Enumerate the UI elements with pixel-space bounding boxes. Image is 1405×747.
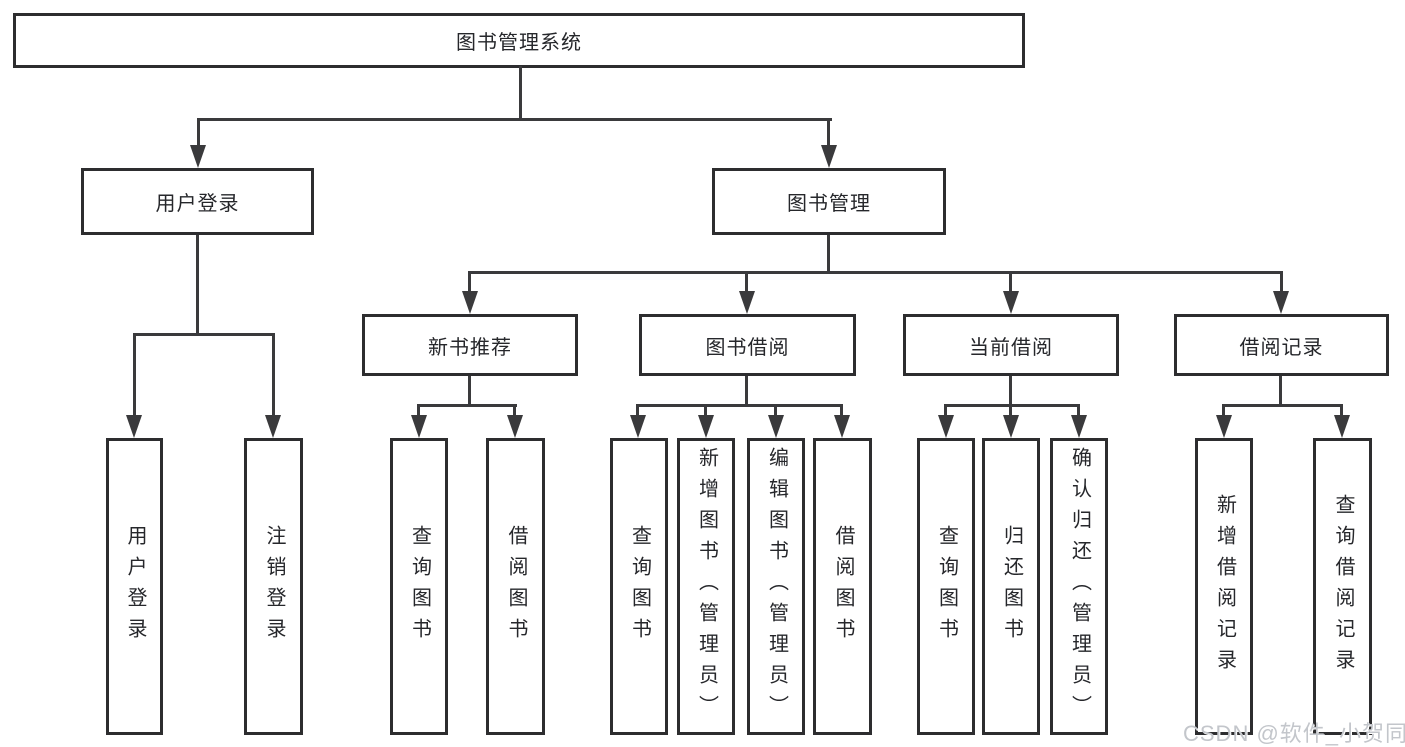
connector-line <box>827 118 830 148</box>
connector-line <box>636 404 843 407</box>
connector-line <box>196 235 199 335</box>
connector-line <box>704 404 707 417</box>
connector-line <box>513 404 516 417</box>
connector-line <box>417 404 420 417</box>
arrow-down-icon <box>462 291 478 314</box>
arrow-down-icon <box>630 415 646 438</box>
connector-line <box>1279 376 1282 407</box>
node-book-borrow-label: 图书借阅 <box>705 336 790 359</box>
connector-line <box>197 118 200 148</box>
node-book-management: 图书管理 <box>712 168 946 235</box>
node-book-borrow: 图书借阅 <box>639 314 856 376</box>
connector-line <box>1222 404 1225 417</box>
leaf-bb-add-books-label: 新增图书（管理员） <box>695 447 718 726</box>
leaf-user-login-label: 用户登录 <box>124 524 146 649</box>
leaf-cb-return-books: 归还图书 <box>982 438 1040 735</box>
node-user-login-label: 用户登录 <box>155 193 240 215</box>
leaf-logout-label: 注销登录 <box>263 524 285 649</box>
connector-line <box>417 404 517 407</box>
connector-line <box>133 333 275 336</box>
connector-line <box>774 404 777 417</box>
node-borrow-records-label: 借阅记录 <box>1239 336 1324 359</box>
connector-line <box>1222 404 1343 407</box>
leaf-cb-return-books-label: 归还图书 <box>1000 524 1023 649</box>
leaf-logout: 注销登录 <box>244 438 303 735</box>
node-current-borrow-label: 当前借阅 <box>969 336 1053 359</box>
leaf-user-login: 用户登录 <box>106 438 163 735</box>
leaf-nbr-borrow-books-label: 借阅图书 <box>505 524 527 649</box>
node-root: 图书管理系统 <box>13 13 1025 68</box>
csdn-watermark: CSDN @软件_小贺同学 <box>1183 721 1405 746</box>
leaf-nbr-query-books-label: 查询图书 <box>408 524 431 649</box>
arrow-down-icon <box>768 415 784 438</box>
node-new-book-recommend: 新书推荐 <box>362 314 578 376</box>
leaf-br-add-record-label: 新增借阅记录 <box>1213 493 1236 680</box>
leaf-nbr-borrow-books: 借阅图书 <box>486 438 545 735</box>
arrow-down-icon <box>1003 291 1019 314</box>
connector-line <box>1009 271 1012 293</box>
arrow-down-icon <box>938 415 954 438</box>
leaf-bb-edit-books: 编辑图书（管理员） <box>747 438 805 735</box>
arrow-down-icon <box>1273 291 1289 314</box>
connector-line <box>745 271 748 293</box>
connector-line <box>1340 404 1343 417</box>
node-new-book-recommend-label: 新书推荐 <box>428 336 512 359</box>
leaf-bb-borrow-books: 借阅图书 <box>813 438 872 735</box>
arrow-down-icon <box>507 415 523 438</box>
arrow-down-icon <box>411 415 427 438</box>
connector-line <box>944 404 1080 407</box>
connector-line <box>133 333 136 416</box>
connector-line <box>468 376 471 407</box>
arrow-down-icon <box>1334 415 1350 438</box>
arrow-down-icon <box>834 415 850 438</box>
leaf-cb-query-books: 查询图书 <box>917 438 975 735</box>
connector-line <box>636 404 639 417</box>
leaf-nbr-query-books: 查询图书 <box>390 438 448 735</box>
node-user-login: 用户登录 <box>81 168 314 235</box>
leaf-cb-confirm-return: 确认归还（管理员） <box>1050 438 1108 735</box>
node-current-borrow: 当前借阅 <box>903 314 1119 376</box>
connector-line <box>840 404 843 417</box>
connector-line <box>272 333 275 416</box>
leaf-bb-query-books-label: 查询图书 <box>628 524 651 649</box>
connector-line <box>745 376 748 407</box>
leaf-bb-edit-books-label: 编辑图书（管理员） <box>765 447 788 726</box>
arrow-down-icon <box>739 291 755 314</box>
connector-line <box>197 118 832 121</box>
connector-line <box>519 66 522 120</box>
connector-line <box>1280 271 1283 293</box>
leaf-bb-query-books: 查询图书 <box>610 438 668 735</box>
connector-line <box>944 404 947 417</box>
arrow-down-icon <box>1071 415 1087 438</box>
leaf-br-query-record: 查询借阅记录 <box>1313 438 1372 735</box>
leaf-br-add-record: 新增借阅记录 <box>1195 438 1253 735</box>
node-borrow-records: 借阅记录 <box>1174 314 1389 376</box>
connector-line <box>468 271 1282 274</box>
connector-line <box>1009 376 1012 407</box>
connector-line <box>1077 404 1080 417</box>
leaf-cb-query-books-label: 查询图书 <box>935 524 958 649</box>
arrow-down-icon <box>190 145 206 168</box>
node-book-management-label: 图书管理 <box>787 193 871 215</box>
arrow-down-icon <box>821 145 837 168</box>
arrow-down-icon <box>1003 415 1019 438</box>
connector-line <box>468 271 471 293</box>
arrow-down-icon <box>698 415 714 438</box>
connector-line <box>827 235 830 274</box>
leaf-bb-add-books: 新增图书（管理员） <box>677 438 735 735</box>
node-root-label: 图书管理系统 <box>456 32 582 54</box>
leaf-bb-borrow-books-label: 借阅图书 <box>832 524 854 649</box>
connector-line <box>1009 404 1012 417</box>
arrow-down-icon <box>1216 415 1232 438</box>
leaf-cb-confirm-return-label: 确认归还（管理员） <box>1068 447 1091 726</box>
leaf-br-query-record-label: 查询借阅记录 <box>1332 493 1354 680</box>
arrow-down-icon <box>265 415 281 438</box>
arrow-down-icon <box>126 415 142 438</box>
